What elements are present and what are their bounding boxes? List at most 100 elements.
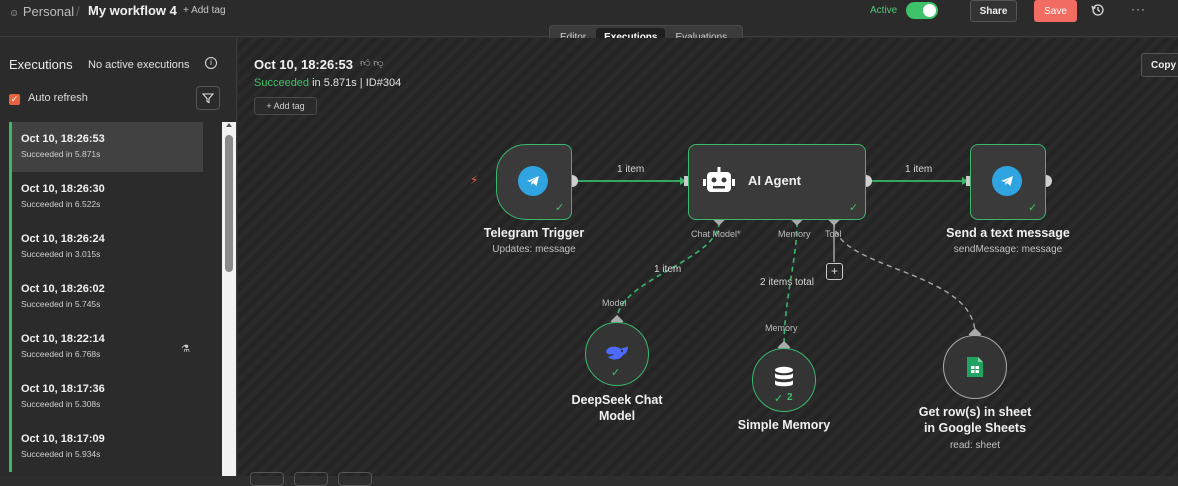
edge-memory (783, 221, 798, 348)
telegram-trigger-sub: Updates: message (492, 244, 576, 255)
sidebar-scrollbar[interactable] (222, 122, 236, 476)
telegram-trigger-name: Telegram Trigger (483, 226, 585, 240)
active-toggle[interactable] (906, 2, 938, 19)
info-icon[interactable]: i (205, 57, 217, 69)
zoom-to-fit-button[interactable] (250, 472, 284, 486)
edge-label-trigger-agent: 1 item (617, 164, 645, 175)
list-item[interactable]: Oct 10, 18:26:30 Succeeded in 6.522s (9, 172, 203, 222)
memory-success-check-icon: ✓ (774, 393, 784, 405)
trigger-success-check-icon: ✓ (555, 202, 565, 214)
database-icon (775, 366, 793, 387)
zoom-in-button[interactable] (294, 472, 328, 486)
workflow-name[interactable]: My workflow 4 (88, 3, 177, 18)
user-icon: ☺ (9, 8, 20, 19)
chat-model-port-label: Chat Model* (691, 229, 741, 239)
add-tool-plus-icon[interactable]: + (826, 263, 843, 280)
list-item[interactable]: Oct 10, 18:26:24 Succeeded in 3.015s (9, 222, 203, 272)
workflow-canvas[interactable] (238, 38, 1178, 476)
execution-time: Oct 10, 18:17:09 (21, 433, 105, 445)
copy-button[interactable]: Copy (1141, 53, 1178, 77)
send-message-sub: sendMessage: message (953, 244, 1063, 255)
list-item[interactable]: Oct 10, 18:26:02 Succeeded in 5.745s (9, 272, 203, 322)
telegram-icon (518, 166, 548, 196)
execution-time: Oct 10, 18:22:14 (21, 333, 105, 345)
auto-refresh-label[interactable]: Auto refresh (28, 92, 88, 104)
filter-button[interactable] (196, 86, 220, 110)
sheets-name-line1: Get row(s) in sheet (918, 405, 1032, 419)
send-message-name: Send a text message (946, 226, 1070, 240)
google-sheets-sub: read: sheet (949, 440, 1001, 451)
status-succeeded: Succeeded (254, 77, 310, 89)
edge-label-memory: 2 items total (760, 277, 814, 288)
edge-tool (833, 221, 976, 335)
deepseek-whale-icon (606, 346, 628, 360)
scroll-up-icon[interactable] (226, 123, 232, 127)
execution-status-line: Succeeded in 5.871s | ID#304 (254, 77, 401, 89)
workspace-label: Personal (22, 4, 75, 19)
memory-run-count: 2 (787, 392, 793, 403)
send-success-check-icon: ✓ (1028, 202, 1038, 214)
deepseek-name-line1: DeepSeek Chat (571, 393, 663, 407)
feedback-icons[interactable]: 👍︎ 👎︎ (360, 58, 384, 69)
execution-status: Succeeded in 6.522s (21, 199, 101, 209)
list-item[interactable]: Oct 10, 18:26:53 Succeeded in 5.871s (9, 122, 203, 172)
no-active-executions: No active executions (88, 59, 190, 71)
list-item[interactable]: Oct 10, 18:22:14 Succeeded in 6.768s ⚗ (9, 322, 203, 372)
active-label: Active (870, 5, 898, 16)
list-item[interactable]: Oct 10, 18:17:36 Succeeded in 5.308s (9, 372, 203, 422)
edge-label-agent-send: 1 item (905, 164, 933, 175)
auto-refresh-checkbox[interactable]: ✓ (9, 94, 20, 105)
breadcrumb-separator: / (76, 4, 80, 19)
google-sheets-name: Get row(s) in sheet in Google Sheets (900, 404, 1050, 436)
execution-status: Succeeded in 3.015s (21, 249, 101, 259)
filter-icon (202, 93, 214, 104)
executions-title: Executions (9, 57, 73, 72)
execution-time: Oct 10, 18:26:24 (21, 233, 105, 245)
memory-port-label: Memory (778, 229, 811, 239)
tab-evaluations[interactable]: Evaluations (675, 31, 728, 43)
workspace-breadcrumb[interactable]: ☺ Personal (9, 4, 74, 19)
trigger-bolt-icon: ⚡︎ (470, 173, 479, 187)
tab-editor[interactable]: Editor (560, 31, 587, 43)
scrollbar-thumb[interactable] (225, 135, 233, 272)
execution-status: Succeeded in 5.871s (21, 149, 101, 159)
execution-time: Oct 10, 18:17:36 (21, 383, 105, 395)
execution-status: Succeeded in 5.308s (21, 399, 101, 409)
executions-sidebar: Executions No active executions i ✓ Auto… (0, 38, 237, 476)
google-sheets-icon (967, 357, 983, 377)
robot-icon (703, 167, 735, 192)
edge-arrow (962, 177, 968, 185)
simple-memory-name: Simple Memory (737, 418, 831, 432)
tool-port-label: Tool (825, 229, 842, 239)
execution-time: Oct 10, 18:26:30 (21, 183, 105, 195)
zoom-out-button[interactable] (338, 472, 372, 486)
history-icon[interactable] (1091, 3, 1105, 17)
execution-time: Oct 10, 18:26:02 (21, 283, 105, 295)
share-button[interactable]: Share (970, 0, 1017, 22)
execution-add-tag[interactable]: + Add tag (254, 97, 317, 115)
simple-memory-port-label: Memory (765, 323, 798, 333)
execution-time: Oct 10, 18:26:53 (21, 133, 105, 145)
deepseek-port-label: Model (602, 298, 627, 308)
execution-status: Succeeded in 5.934s (21, 449, 101, 459)
add-tag-link[interactable]: + Add tag (183, 5, 226, 16)
execution-status: Succeeded in 6.768s (21, 349, 101, 359)
edge-model (616, 221, 720, 321)
status-details: in 5.871s | ID#304 (312, 77, 402, 89)
list-item[interactable]: Oct 10, 18:17:09 Succeeded in 5.934s (9, 422, 203, 472)
telegram-icon (992, 166, 1022, 196)
edge-label-model: 1 item (654, 264, 682, 275)
execution-status: Succeeded in 5.745s (21, 299, 101, 309)
simple-memory-node[interactable] (752, 348, 816, 412)
sheets-name-line2: in Google Sheets (923, 421, 1027, 435)
executions-list: Oct 10, 18:26:53 Succeeded in 5.871s Oct… (9, 122, 223, 476)
save-button[interactable]: Save (1034, 0, 1077, 22)
flask-icon: ⚗ (181, 344, 190, 355)
edge-arrow (680, 177, 686, 185)
execution-title: Oct 10, 18:26:53 (254, 57, 354, 72)
deepseek-success-check-icon: ✓ (611, 367, 621, 379)
deepseek-name: DeepSeek Chat Model (553, 392, 681, 424)
more-options-icon[interactable]: ··· (1131, 2, 1146, 16)
agent-success-check-icon: ✓ (849, 202, 859, 214)
ai-agent-name: AI Agent (748, 173, 801, 188)
